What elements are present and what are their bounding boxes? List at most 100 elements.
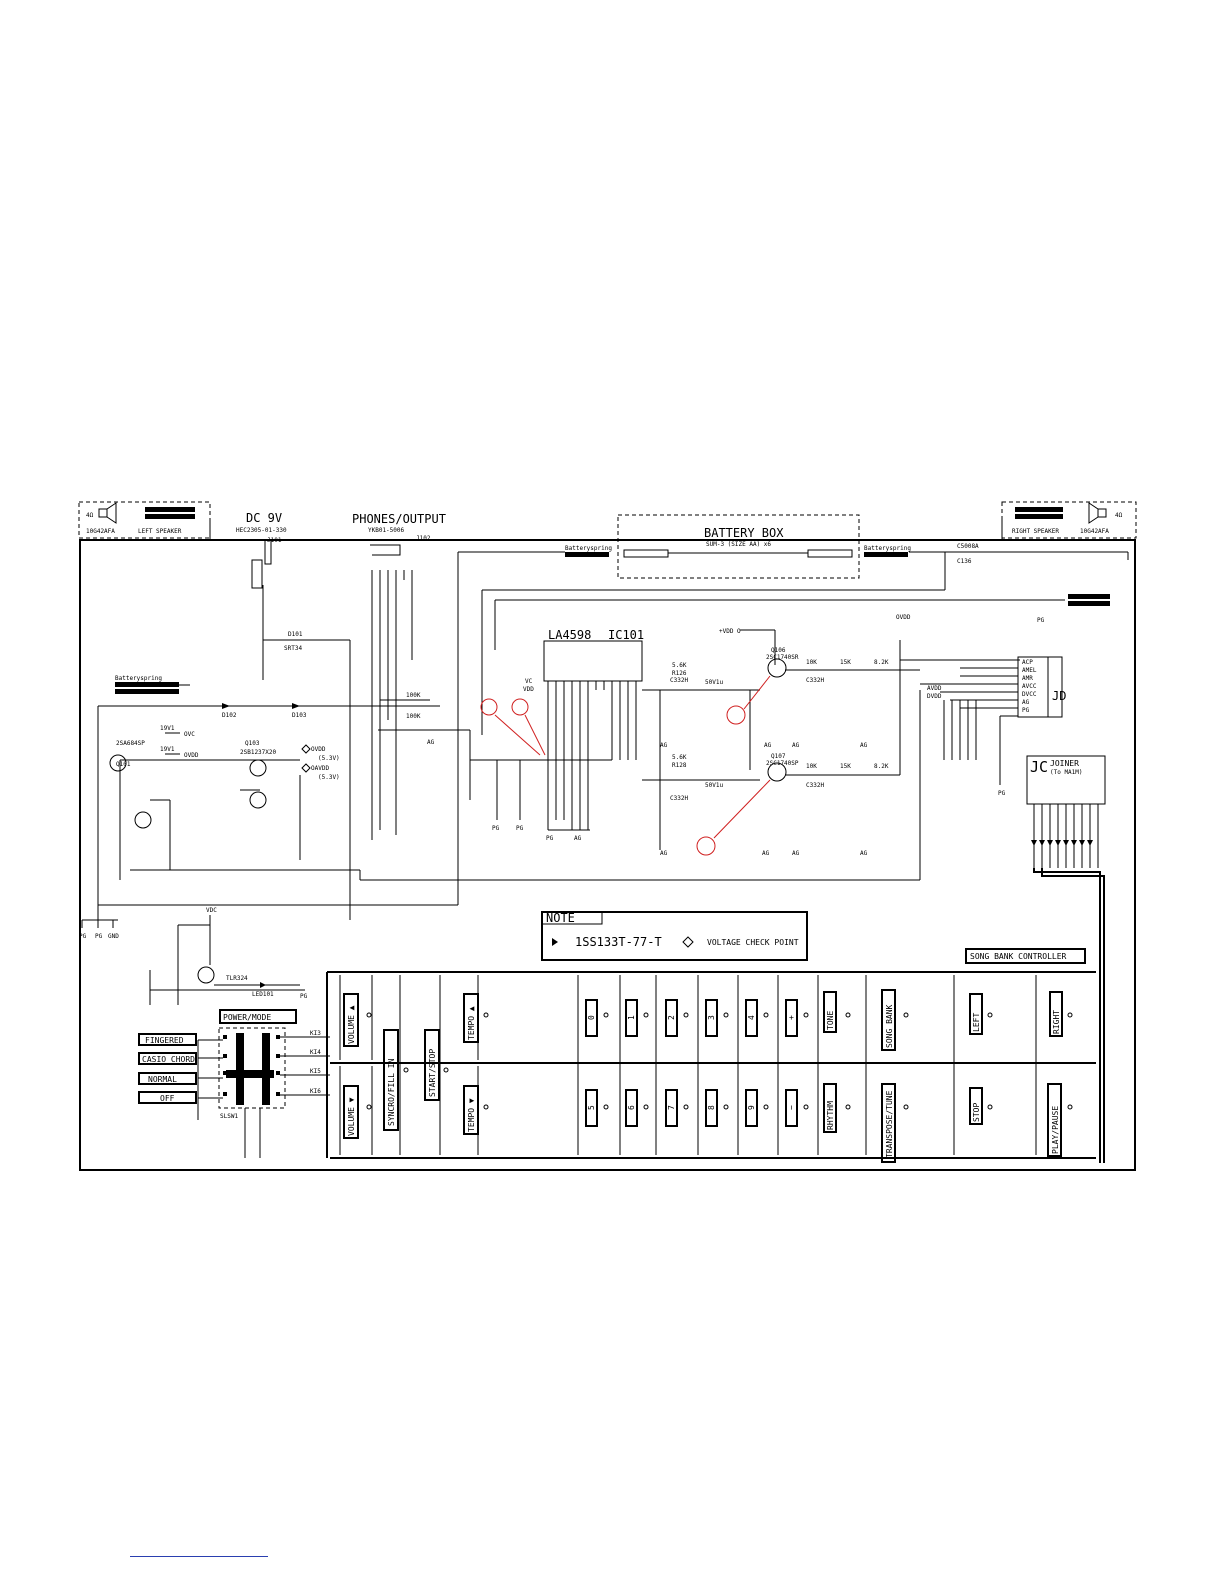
mode-fingered: FINGERED bbox=[145, 1036, 184, 1045]
key-stop: STOP bbox=[972, 1103, 981, 1122]
key-syncro-fill: SYNCRO/FILL IN bbox=[387, 1058, 396, 1126]
svg-text:J102: J102 bbox=[416, 535, 431, 542]
svg-text:(5.3V): (5.3V) bbox=[318, 774, 340, 781]
phones-jack bbox=[370, 544, 401, 556]
key-labels: VOLUME ▲ VOLUME ▼ SYNCRO/FILL IN START/S… bbox=[343, 989, 1063, 1163]
svg-text:OAVDD: OAVDD bbox=[311, 765, 329, 772]
ic-la4598: LA4598 IC101 bbox=[543, 628, 644, 830]
key-9: 9 bbox=[747, 1105, 756, 1110]
svg-text:AVDD: AVDD bbox=[927, 685, 942, 692]
svg-text:AG: AG bbox=[660, 742, 668, 749]
svg-text:C136: C136 bbox=[957, 558, 972, 565]
svg-text:ACP: ACP bbox=[1022, 659, 1033, 666]
transistor-q107: Q107 2SC1740SP bbox=[766, 753, 799, 782]
svg-text:Batteryspring: Batteryspring bbox=[115, 675, 162, 682]
svg-text:5.6K: 5.6K bbox=[672, 662, 687, 669]
svg-text:PG: PG bbox=[300, 993, 308, 1000]
phones-label: PHONES/OUTPUT bbox=[352, 512, 446, 526]
svg-text:4Ω: 4Ω bbox=[1115, 512, 1123, 519]
key-right: RIGHT bbox=[1052, 1010, 1061, 1034]
battery-box bbox=[617, 514, 860, 579]
svg-text:5.6K: 5.6K bbox=[672, 754, 687, 761]
note-box: NOTE 1SS133T-77-T VOLTAGE CHECK POINT bbox=[541, 911, 808, 961]
svg-text:OVDD: OVDD bbox=[896, 614, 911, 621]
dc-part-label: HEC2305-01-330 bbox=[236, 527, 287, 534]
svg-text:(5.3V): (5.3V) bbox=[318, 755, 340, 762]
transistor-q102 bbox=[134, 811, 152, 829]
svg-text:Q101: Q101 bbox=[116, 761, 131, 768]
ic-ref: IC101 bbox=[608, 628, 644, 642]
svg-text:AG: AG bbox=[762, 850, 770, 857]
svg-text:AMR: AMR bbox=[1022, 675, 1033, 682]
note-title: NOTE bbox=[546, 911, 575, 925]
key-song-bank: SONG BANK bbox=[885, 1004, 894, 1048]
battery-spring-left: Batteryspring bbox=[565, 545, 612, 552]
transistor-q104 bbox=[249, 791, 267, 809]
svg-text:2SC1740SP: 2SC1740SP bbox=[766, 760, 799, 767]
transistor-q101: Q101 2SA684SP bbox=[109, 740, 145, 772]
svg-text:Q107: Q107 bbox=[771, 753, 786, 760]
svg-text:KI4: KI4 bbox=[310, 1049, 321, 1056]
schematic-border bbox=[79, 539, 1136, 1171]
svg-text:SLSW1: SLSW1 bbox=[220, 1113, 238, 1120]
footer-link-underline[interactable] bbox=[130, 1556, 268, 1557]
svg-text:PG: PG bbox=[546, 835, 554, 842]
svg-text:50V1u: 50V1u bbox=[705, 782, 723, 789]
key-left: LEFT bbox=[972, 1013, 981, 1032]
note-check: VOLTAGE CHECK POINT bbox=[707, 938, 799, 947]
key-volume-down: VOLUME ▼ bbox=[347, 1097, 356, 1136]
svg-text:C332H: C332H bbox=[806, 782, 824, 789]
svg-text:PG: PG bbox=[1037, 617, 1045, 624]
svg-text:2SB1237X20: 2SB1237X20 bbox=[240, 749, 277, 756]
dc-jack bbox=[264, 539, 272, 565]
key-2: 2 bbox=[667, 1015, 676, 1020]
mode-normal: NORMAL bbox=[148, 1075, 177, 1084]
svg-text:D103: D103 bbox=[292, 712, 307, 719]
svg-text:OVDD: OVDD bbox=[184, 752, 199, 759]
transistor-q105 bbox=[197, 966, 215, 984]
key-5: 5 bbox=[587, 1105, 596, 1110]
power-mode-switch[interactable] bbox=[218, 1027, 286, 1109]
svg-text:PG: PG bbox=[95, 933, 103, 940]
key-matrix-bus bbox=[326, 971, 1096, 1159]
svg-text:+VDD O: +VDD O bbox=[719, 628, 741, 635]
joiner-sub-label: (To MA1M) bbox=[1050, 769, 1083, 776]
jc-joiner: JC JOINER (To MA1M) bbox=[1026, 755, 1106, 868]
right-speaker-block: 4Ω RIGHT SPEAKER 10G42AFA bbox=[1001, 501, 1137, 539]
svg-text:AG: AG bbox=[860, 742, 868, 749]
svg-text:C332H: C332H bbox=[806, 677, 824, 684]
svg-text:C332H: C332H bbox=[670, 677, 688, 684]
key-tempo-up: TEMPO ▲ bbox=[467, 1006, 476, 1040]
svg-text:8.2K: 8.2K bbox=[874, 659, 889, 666]
svg-text:PG: PG bbox=[79, 933, 87, 940]
key-rhythm: RHYTHM bbox=[826, 1101, 835, 1130]
svg-text:R126: R126 bbox=[672, 670, 687, 677]
svg-text:KI3: KI3 bbox=[310, 1030, 321, 1037]
svg-text:Q103: Q103 bbox=[245, 740, 260, 747]
svg-text:AG: AG bbox=[427, 739, 435, 746]
svg-text:Q106: Q106 bbox=[771, 647, 786, 654]
svg-text:100K: 100K bbox=[406, 713, 421, 720]
svg-text:D102: D102 bbox=[222, 712, 237, 719]
key-tempo-down: TEMPO ▼ bbox=[467, 1098, 476, 1132]
dc-in-label: DC 9V bbox=[246, 511, 282, 525]
svg-text:10K: 10K bbox=[806, 659, 817, 666]
mode-off: OFF bbox=[160, 1094, 175, 1103]
key-4: 4 bbox=[747, 1015, 756, 1020]
mode-casio-chord: CASIO CHORD bbox=[142, 1055, 195, 1064]
right-speaker-label: RIGHT SPEAKER bbox=[1012, 528, 1059, 535]
vdd-check-label: OVDD bbox=[311, 746, 326, 753]
svg-text:PG: PG bbox=[516, 825, 524, 832]
svg-text:DVDD: DVDD bbox=[927, 693, 942, 700]
svg-text:DVCC: DVCC bbox=[1022, 691, 1037, 698]
transistor-q103: Q103 2SB1237X20 bbox=[240, 740, 277, 777]
svg-text:2SC1740SR: 2SC1740SR bbox=[766, 654, 799, 661]
key-7: 7 bbox=[667, 1105, 676, 1110]
svg-text:AG: AG bbox=[764, 742, 772, 749]
song-bank-controller-label: SONG BANK CONTROLLER bbox=[970, 952, 1067, 961]
key-0: 0 bbox=[587, 1015, 596, 1020]
jd-label: JD bbox=[1052, 689, 1066, 703]
power-mode-label: POWER/MODE bbox=[223, 1013, 271, 1022]
svg-text:C332H: C332H bbox=[670, 795, 688, 802]
